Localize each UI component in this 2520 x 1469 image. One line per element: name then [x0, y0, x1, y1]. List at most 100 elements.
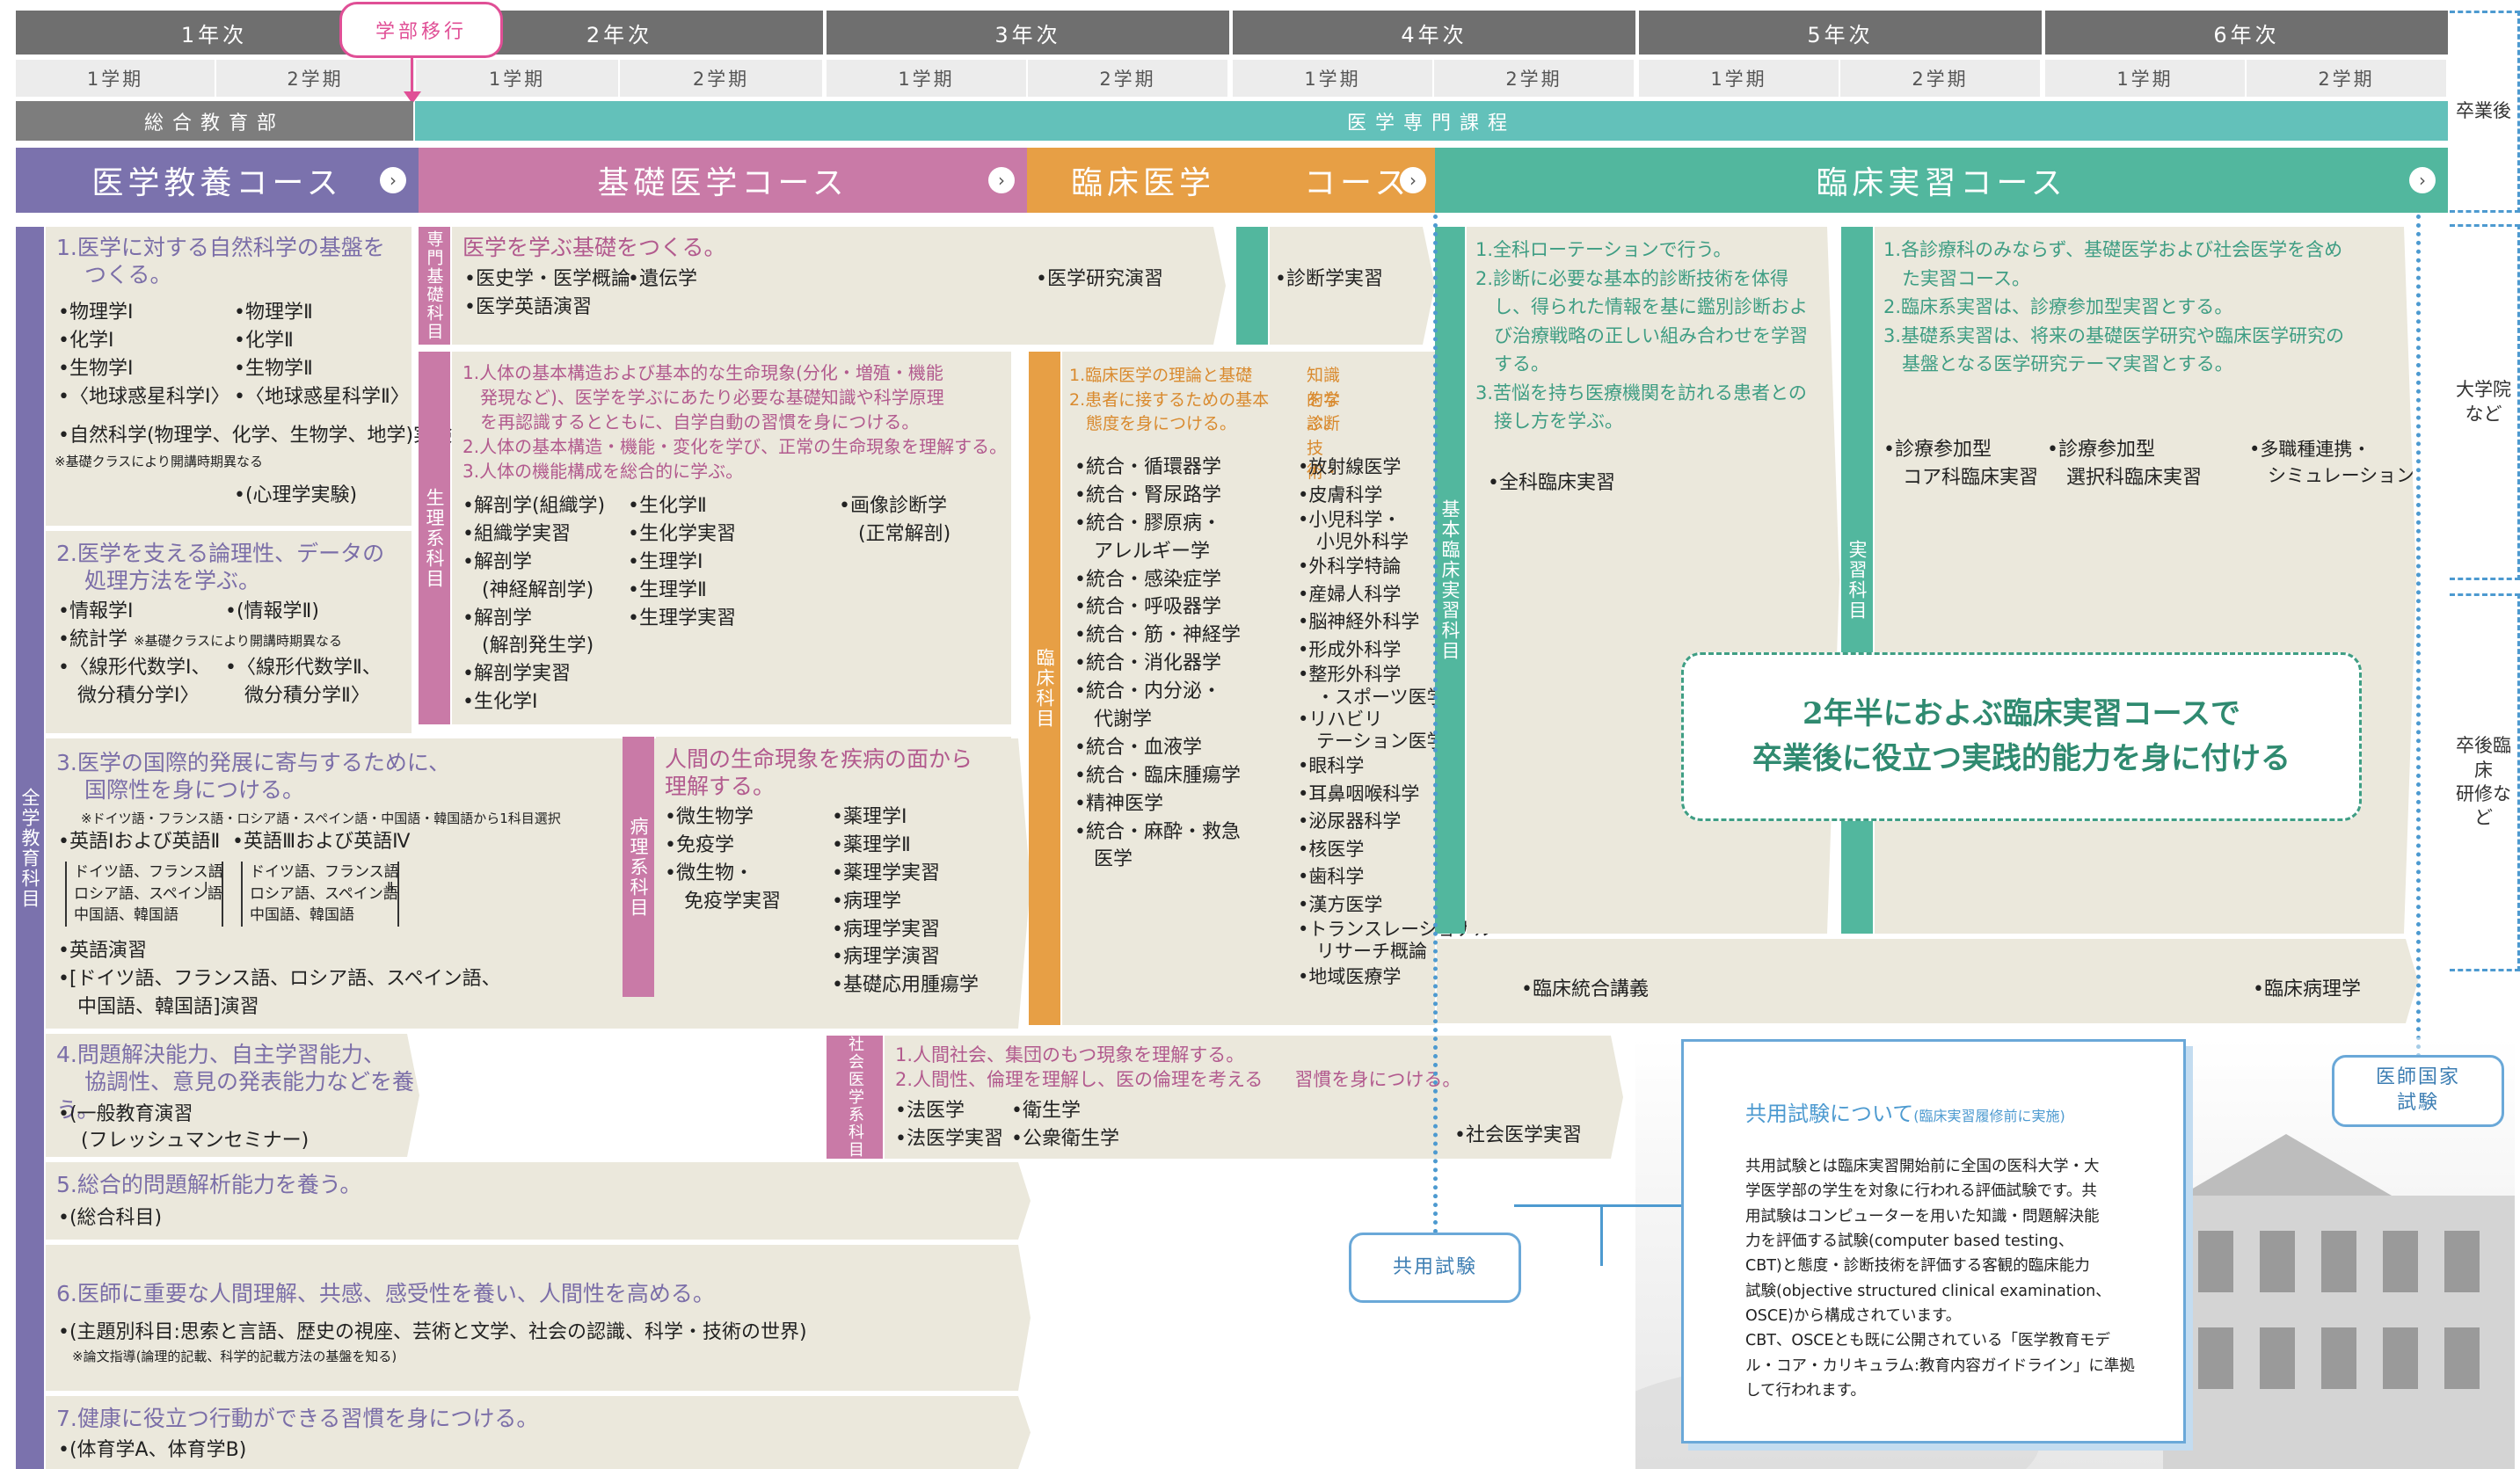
liberal-heading-6: 6.医師に重要な人間理解、共感、感受性を養い、人間性を高める。 — [56, 1281, 715, 1306]
language-item: 中国語、韓国語 — [74, 906, 178, 925]
course-item: •画像診断学 — [839, 495, 947, 517]
practice-heading-line: 3.苦悩を持ち医療機関を訪れる患者との — [1475, 382, 1807, 404]
course-item: テーション医学 — [1298, 730, 1446, 752]
term-5-2: 2学期 — [1840, 60, 2042, 97]
transition-arrow — [404, 91, 421, 104]
course-item: •統合・消化器学 — [1074, 652, 1221, 675]
general-education-bar: 総合教育部 — [16, 101, 413, 141]
course-item: •放射線医学 — [1298, 456, 1402, 477]
practice-banner: 2年半におよぶ臨床実習コースで 卒業後に役立つ実践的能力を身に付ける — [1681, 652, 2362, 821]
course-item: (フレッシュマンセミナー) — [81, 1130, 310, 1152]
exam-dotted-line — [1433, 215, 1438, 1261]
national-exam-button[interactable]: 医師国家 試験 — [2332, 1055, 2504, 1127]
language-item: ロシア語、スペイン語 — [250, 884, 398, 903]
course-item: •統合・感染症学 — [1074, 568, 1221, 591]
chevron-right-icon[interactable]: › — [1400, 167, 1426, 193]
clinical-heading-line: 2.患者に接するための基本的な診断技術・ — [1069, 389, 1341, 483]
common-exam-button[interactable]: 共用試験 — [1349, 1233, 1521, 1303]
course-item: •形成外科学 — [1298, 638, 1402, 660]
practice-heading-line: 基盤となる医学研究テーマ実習とする。 — [1883, 353, 2233, 375]
year-4: 4年次 — [1233, 11, 1635, 55]
connector-line-h — [1514, 1204, 1602, 1207]
exam-body-line: して行われます。 — [1745, 1382, 1866, 1400]
course-item: •免疫学 — [665, 833, 734, 856]
connector-line-h2 — [1600, 1204, 1683, 1207]
course-item: •統合・膠原病・ — [1074, 512, 1221, 535]
liberal-heading-4: 4.問題解決能力、自主学習能力、協調性、意見の発表能力などを養う。 — [56, 1042, 415, 1123]
course-item: 免疫学実習 — [665, 890, 782, 913]
language-item: 中国語、韓国語 — [250, 906, 354, 925]
common-exam-info-box: 共用試験について(臨床実習履修前に実施) 共用試験とは臨床実習開始前に全国の医科… — [1681, 1039, 2186, 1444]
course-item: •泌尿器科学 — [1298, 811, 1402, 833]
course-item: •医史学・医学概論 — [464, 268, 630, 290]
exam-body-line: ル・コア・カリキュラム:教育内容ガイドライン」に準拠 — [1745, 1356, 2135, 1375]
liberal-card-1: 1.医学に対する自然科学の基盤をつくる。 •物理学Ⅰ •化学Ⅰ •生物学Ⅰ •〈… — [46, 227, 452, 526]
course-item: •臨床病理学 — [2253, 978, 2361, 1000]
course-item: •漢方医学 — [1298, 893, 1383, 915]
chevron-right-icon[interactable]: › — [988, 167, 1015, 193]
course-item: •統合・内分泌・ — [1074, 680, 1221, 703]
note: ※基礎クラスにより開講時期異なる — [55, 454, 263, 469]
course-item: シミュレーション実習 — [2249, 465, 2452, 487]
exam-body-line: 力を評価する試験(computer based testing、 — [1745, 1233, 2074, 1251]
course-item: •耳鼻咽喉科学 — [1298, 782, 1420, 804]
liberal-heading-7: 7.健康に役立つ行動ができる習慣を身につける。 — [56, 1406, 539, 1431]
spacer — [225, 626, 382, 654]
note: ※ドイツ語・フランス語・ロシア語・スペイン語・中国語・韓国語から1科目選択 — [81, 811, 561, 826]
liberal-card-2: 2.医学を支える論理性、データの処理方法を学ぶ。 •情報学Ⅰ •統計学 ※基礎ク… — [46, 531, 412, 733]
connector-line-v — [1600, 1204, 1603, 1266]
practice-heading-line: び治療戦略の正しい組み合わせを学習 — [1475, 324, 1808, 346]
course-item: •生化学実習 — [628, 522, 736, 545]
course-item: •生理学Ⅰ — [628, 550, 703, 573]
basic-card-4: 1.人間社会、集団のもつ現象を理解する。 2.人間性、倫理を理解し、医の倫理を考… — [885, 1036, 1623, 1159]
practice-heading-line: た実習コース。 — [1883, 267, 2030, 289]
chevron-right-icon[interactable]: › — [380, 167, 406, 193]
exam-body-line: OSCE)から構成されています。 — [1745, 1307, 1962, 1326]
year-3: 3年次 — [827, 11, 1229, 55]
course-item: •生理学Ⅱ — [628, 578, 707, 601]
exam-body-line: 学医学部の学生を対象に行われる評価試験です。共 — [1745, 1182, 2097, 1201]
chevron-right-icon[interactable]: › — [2409, 167, 2436, 193]
clinical-course-header: 臨床医学コース› — [1027, 148, 1435, 213]
course-item: 医学 — [1074, 848, 1133, 871]
liberal-card-5: 5.総合的問題解析能力を養う。 •(総合科目) — [46, 1162, 1031, 1240]
course-item: •薬理学実習 — [832, 862, 940, 884]
exam-body-line: 用試験はコンピューターを用いた知識・問題解決能 — [1745, 1207, 2100, 1225]
course-item: 微分積分学Ⅱ〉 — [225, 684, 370, 707]
banner-line-1: 2年半におよぶ臨床実習コースで — [1803, 696, 2240, 731]
term-5-1: 1学期 — [1639, 60, 1840, 97]
course-item: •解剖学 — [462, 607, 532, 629]
course-item: •物理学Ⅰ — [58, 302, 134, 324]
national-exam-line: 医師国家 — [2375, 1066, 2460, 1089]
course-item: •解剖学実習 — [462, 663, 571, 686]
language-item: ドイツ語、フランス語 — [250, 863, 399, 881]
basic-card-1: 医学を学ぶ基礎をつくる。 •医史学・医学概論 •医学英語演習 •遺伝学 •医学研… — [452, 227, 1226, 345]
year-5: 5年次 — [1639, 11, 2042, 55]
clinical-diagnosis-card: •診断学実習 — [1270, 227, 1435, 345]
course-item: •病理学実習 — [832, 918, 940, 941]
course-item: •生理学実習 — [628, 607, 736, 629]
course-item: •多職種連携・ — [2249, 439, 2371, 460]
practice-heading-line: 2.診断に必要な基本的診断技術を体得 — [1475, 267, 1789, 289]
course-item: •解剖学(組織学) — [462, 495, 606, 517]
course-item: •脳神経外科学 — [1298, 611, 1420, 633]
clinical-heading-line: 1.臨床医学の理論と基礎知識を学ぶ。 — [1069, 366, 1341, 434]
practice-vertical-label-2: 実習科目 — [1841, 227, 1873, 934]
course-item: •統合・血液学 — [1074, 736, 1202, 759]
course-item: •統合・筋・神経学 — [1074, 624, 1241, 647]
course-item: •精神医学 — [1074, 792, 1163, 815]
roman-numeral: Ⅱ — [387, 879, 394, 895]
basic-heading-line: 2.人体の基本構造・機能・変化を学び、正常の生命現象を理解する。 — [462, 436, 1008, 457]
practice-heading-line: し、得られた情報を基に鑑別診断およ — [1475, 296, 1808, 318]
course-item: •生物学Ⅱ — [234, 357, 313, 380]
basic-heading-line: 3.人体の機能構成を総合的に学ぶ。 — [462, 461, 744, 482]
practice-heading-line: 1.全科ローテーションで行う。 — [1475, 239, 1732, 260]
course-item: •歯科学 — [1298, 866, 1365, 888]
course-item: •地域医療学 — [1298, 965, 1402, 987]
course-item: •統合・臨床腫瘍学 — [1074, 764, 1241, 787]
side-graduate-school: 大学院 など — [2450, 224, 2520, 580]
course-item: •公衆衛生学 — [1011, 1127, 1119, 1150]
medical-program-bar: 医学専門課程 — [415, 101, 2448, 141]
year-6: 6年次 — [2045, 11, 2448, 55]
course-item: •核医学 — [1298, 838, 1365, 860]
